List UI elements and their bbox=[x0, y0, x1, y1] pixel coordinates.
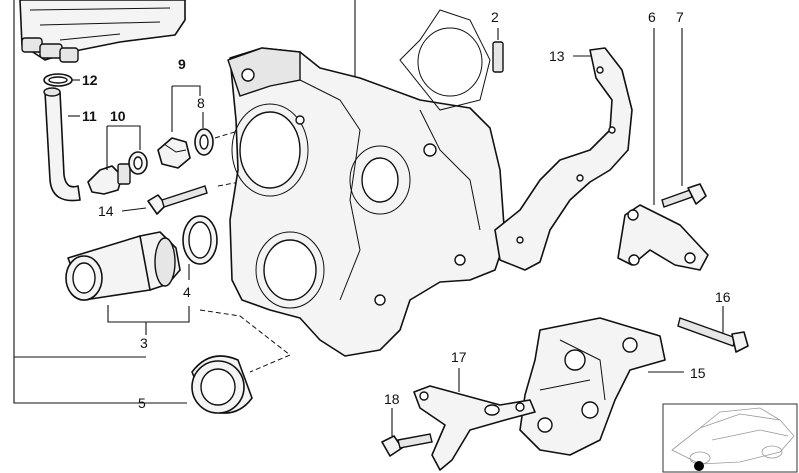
callout-15: 15 bbox=[690, 365, 706, 381]
callout-9: 9 bbox=[178, 56, 186, 72]
part-10-sensor bbox=[87, 151, 148, 195]
intake-manifold bbox=[19, 0, 186, 63]
callout-12: 12 bbox=[82, 72, 98, 88]
part-9-plug bbox=[157, 137, 191, 169]
leader-3 bbox=[107, 305, 190, 335]
part-8-washer bbox=[194, 128, 214, 156]
callout-2: 2 bbox=[491, 9, 499, 25]
part-6-bracket bbox=[617, 204, 709, 271]
vehicle-thumbnail bbox=[662, 403, 798, 473]
callout-13: 13 bbox=[549, 48, 565, 64]
part-12-clamp bbox=[43, 73, 73, 87]
callout-3: 3 bbox=[140, 335, 148, 351]
part-5-shaft-seal bbox=[191, 355, 253, 414]
callout-17: 17 bbox=[451, 349, 467, 365]
timing-case-cover bbox=[227, 47, 506, 357]
part-7-bolt bbox=[661, 183, 707, 208]
part-14-bolt bbox=[147, 185, 208, 215]
location-marker bbox=[694, 461, 704, 471]
leader-9 bbox=[171, 85, 201, 132]
part-17-strap bbox=[413, 385, 536, 471]
hose-end-top bbox=[43, 87, 61, 97]
callout-8: 8 bbox=[197, 95, 205, 111]
part-18-bolt bbox=[381, 433, 433, 457]
part-4-o-ring bbox=[182, 215, 218, 265]
callout-6: 6 bbox=[648, 9, 656, 25]
leader-10 bbox=[106, 125, 141, 170]
part-16-bolt bbox=[677, 317, 749, 353]
frame-line-left bbox=[13, 0, 187, 404]
callout-4: 4 bbox=[183, 284, 191, 300]
part-2-stud bbox=[492, 28, 504, 73]
callout-14: 14 bbox=[98, 203, 114, 219]
part-11-hose bbox=[44, 91, 81, 202]
gasket-hole bbox=[417, 27, 483, 97]
part-3-fitting bbox=[65, 231, 181, 301]
leader-14 bbox=[121, 207, 147, 212]
part-13-gasket bbox=[494, 47, 633, 271]
callout-10: 10 bbox=[110, 108, 126, 124]
callout-11: 11 bbox=[82, 108, 97, 124]
callout-7: 7 bbox=[676, 9, 684, 25]
callout-18: 18 bbox=[384, 391, 400, 407]
callout-5: 5 bbox=[138, 395, 146, 411]
gasket-outline bbox=[399, 9, 491, 111]
part-15-bracket bbox=[519, 317, 666, 456]
callout-16: 16 bbox=[715, 289, 731, 305]
